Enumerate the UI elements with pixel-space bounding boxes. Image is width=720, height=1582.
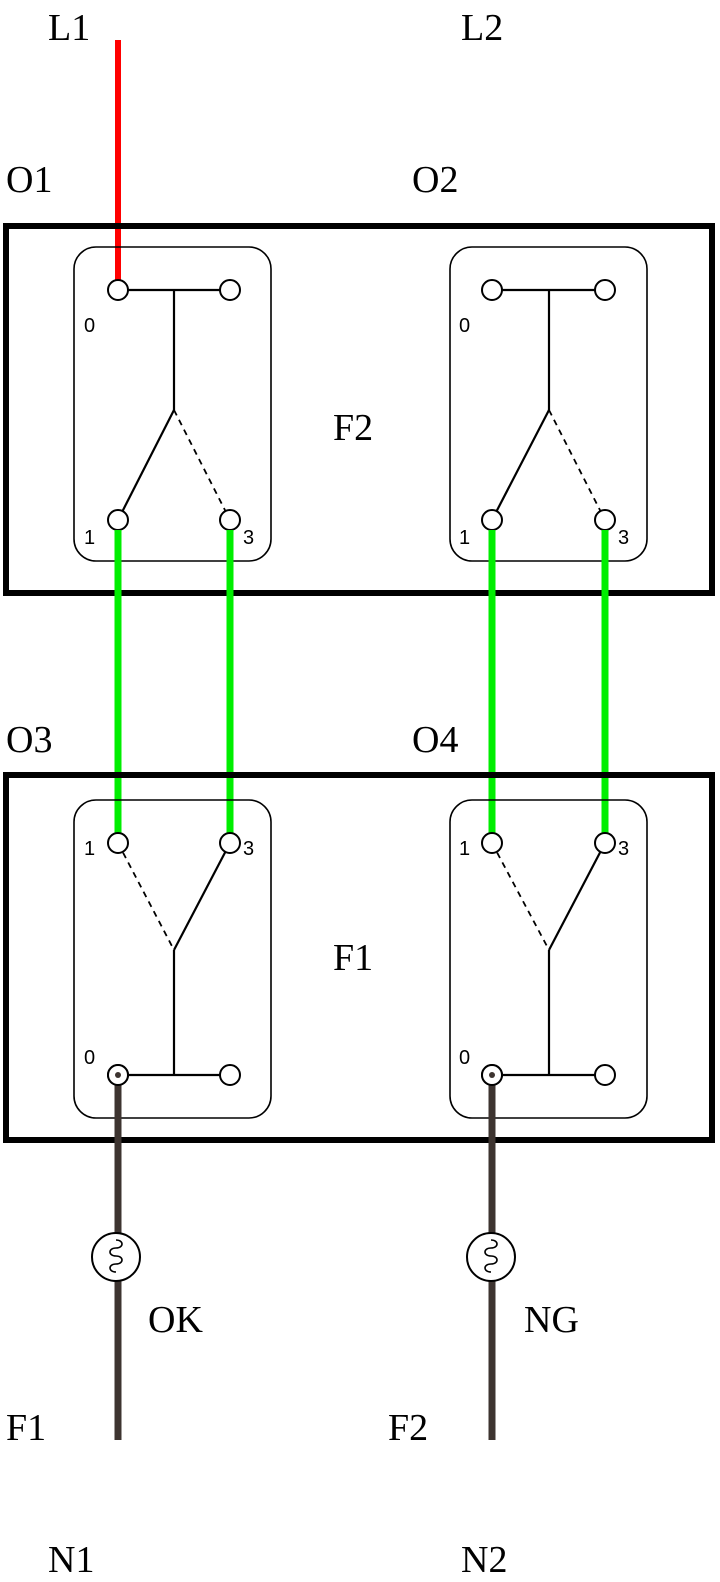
switch-o4-blade-inactive bbox=[491, 842, 550, 951]
label-o1: O1 bbox=[6, 159, 52, 201]
label-o4: O4 bbox=[412, 719, 458, 761]
switch-o1-term-1: 1 bbox=[84, 527, 95, 549]
switch-o2-term-1: 1 bbox=[459, 527, 470, 549]
label-f1-bottom: F1 bbox=[6, 1407, 46, 1449]
lamp-ok-label: OK bbox=[148, 1299, 203, 1341]
switch-o1-blade-inactive bbox=[173, 409, 231, 521]
switch-o1-contact-3 bbox=[219, 509, 241, 531]
switch-o1-contact-1 bbox=[107, 509, 129, 531]
switch-o4-body bbox=[449, 799, 648, 1119]
lamp-ok-filament bbox=[109, 1239, 123, 1273]
switch-o2-blade-inactive bbox=[548, 409, 606, 521]
switch-o3-body bbox=[73, 799, 272, 1119]
switch-o1: 0 1 3 bbox=[73, 246, 272, 562]
switch-o3-contact-0-dot bbox=[115, 1072, 121, 1078]
switch-o2-term-3: 3 bbox=[618, 527, 629, 549]
lower-panel-frame bbox=[3, 772, 715, 1143]
switch-o2-body bbox=[449, 246, 648, 562]
lamp-ng-label: NG bbox=[524, 1299, 579, 1341]
upper-panel-frame bbox=[3, 223, 715, 596]
switch-o3-contact-aux bbox=[219, 1064, 241, 1086]
label-n1: N1 bbox=[48, 1539, 94, 1581]
label-f2-bottom: F2 bbox=[388, 1407, 428, 1449]
switch-o3-term-1: 1 bbox=[84, 838, 95, 860]
switch-o3-blade-active bbox=[173, 842, 231, 951]
switch-o2-contact-0 bbox=[481, 279, 503, 301]
switch-o1-term-0: 0 bbox=[84, 315, 95, 337]
switch-o3-contact-1 bbox=[107, 832, 129, 854]
switch-o3-term-3: 3 bbox=[243, 838, 254, 860]
switch-o1-blade-active bbox=[117, 409, 175, 521]
switch-o2: 0 1 3 bbox=[449, 246, 648, 562]
switch-o2-blade-active bbox=[491, 409, 550, 521]
switch-o4: 1 3 0 bbox=[449, 799, 648, 1119]
label-l2: L2 bbox=[461, 7, 503, 49]
switch-o4-term-0: 0 bbox=[459, 1047, 470, 1069]
switch-o3-contact-3 bbox=[219, 832, 241, 854]
switch-o2-contact-3 bbox=[594, 509, 616, 531]
switch-o4-contact-1 bbox=[481, 832, 503, 854]
switch-o2-term-0: 0 bbox=[459, 315, 470, 337]
lamp-icon bbox=[91, 1232, 141, 1282]
label-l1: L1 bbox=[48, 7, 90, 49]
lamp-ng-bulb bbox=[466, 1232, 516, 1282]
switch-o2-contact-aux bbox=[594, 279, 616, 301]
lamp-ok-bulb bbox=[91, 1232, 141, 1282]
switch-o3-blade-inactive bbox=[117, 842, 175, 951]
lower-panel-label: F1 bbox=[333, 937, 373, 979]
lamp-icon bbox=[466, 1232, 516, 1282]
switch-o1-term-3: 3 bbox=[243, 527, 254, 549]
switch-o4-blade-active bbox=[548, 842, 606, 951]
switch-o3-term-0: 0 bbox=[84, 1047, 95, 1069]
label-o3: O3 bbox=[6, 719, 52, 761]
switch-o3: 1 3 0 bbox=[73, 799, 272, 1119]
label-o2: O2 bbox=[412, 159, 458, 201]
switch-o1-body bbox=[73, 246, 272, 562]
switch-o2-contact-1 bbox=[481, 509, 503, 531]
switch-o1-contact-0 bbox=[107, 279, 129, 301]
switch-o1-contact-aux bbox=[219, 279, 241, 301]
label-n2: N2 bbox=[461, 1539, 507, 1581]
upper-panel-label: F2 bbox=[333, 407, 373, 449]
switch-o4-term-1: 1 bbox=[459, 838, 470, 860]
switch-o4-contact-0-dot bbox=[489, 1072, 495, 1078]
lamp-ng-filament bbox=[484, 1239, 498, 1273]
switch-o4-contact-3 bbox=[594, 832, 616, 854]
switch-o4-term-3: 3 bbox=[618, 838, 629, 860]
switch-o4-contact-aux bbox=[594, 1064, 616, 1086]
